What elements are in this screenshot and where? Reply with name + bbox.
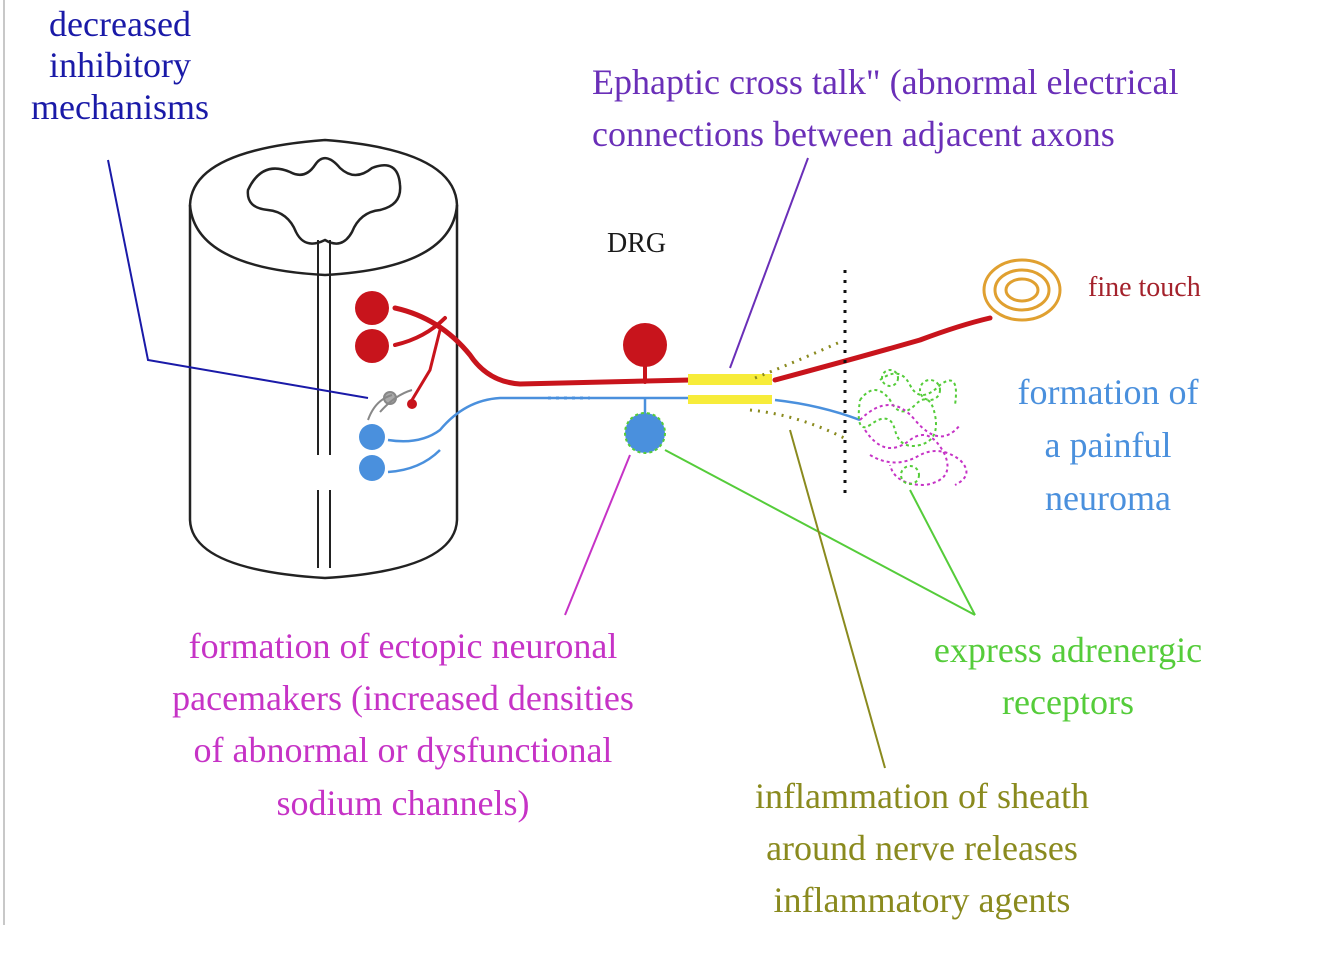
- label-inflammation-sheath: inflammation of sheath around nerve rele…: [712, 770, 1132, 927]
- neuroma-line-1: formation of: [1017, 372, 1199, 412]
- inflammation-line-1: inflammation of sheath: [755, 776, 1089, 816]
- adrenergic-line-1: express adrenergic: [933, 630, 1203, 670]
- leader-inflammation: [789, 429, 886, 769]
- neuroma-tangle: [857, 369, 968, 487]
- ephaptic-zone-2: [688, 395, 772, 404]
- ectopic-line-3: of abnormal or dysfunctional: [193, 730, 613, 771]
- inhibitory-line-2: inhibitory: [49, 45, 191, 86]
- spinal-cord: [188, 138, 459, 580]
- inhibitory-line-1: decreased: [49, 4, 191, 44]
- inflammation-line-3: inflammatory agents: [773, 880, 1071, 921]
- left-border: [3, 0, 5, 925]
- label-ephaptic-cross-talk: Ephaptic cross talk" (abnormal electrica…: [592, 56, 1178, 160]
- ectopic-line-4: sodium channels): [276, 782, 530, 823]
- ephaptic-zone-1: [688, 374, 772, 385]
- leader-inhibitory: [107, 159, 369, 399]
- label-painful-neuroma: formation of a painful neuroma: [990, 366, 1226, 525]
- dorsal-horn-neuron-1: [355, 291, 389, 325]
- leader-ephaptic: [729, 157, 809, 369]
- sheath-dots: [749, 340, 849, 442]
- label-ectopic-pacemakers: formation of ectopic neuronal pacemakers…: [118, 620, 688, 829]
- leader-lines: [107, 157, 976, 769]
- inhibitory-line-3: mechanisms: [31, 86, 209, 127]
- ectopic-line-2: pacemakers (increased densities: [172, 678, 634, 719]
- leader-ectopic: [564, 454, 631, 616]
- inhibitory-interneuron: [367, 389, 413, 421]
- grey-matter-butterfly: [246, 157, 402, 245]
- leader-adrenergic-drg: [664, 449, 976, 616]
- label-decreased-inhibitory: decreased inhibitory mechanisms: [14, 4, 226, 128]
- label-fine-touch: fine touch: [1088, 272, 1201, 303]
- neuroma-line-2: a painful: [1044, 424, 1172, 465]
- fine-touch-receptor: [982, 258, 1062, 322]
- dorsal-horn-neuron-2: [355, 329, 389, 363]
- ephaptic-line-2: connections between adjacent axons: [592, 114, 1115, 155]
- pain-neuron-2: [359, 455, 385, 481]
- leader-adrenergic-neuroma: [909, 489, 976, 616]
- label-adrenergic-receptors: express adrenergic receptors: [900, 624, 1236, 728]
- adrenergic-line-2: receptors: [1002, 682, 1134, 723]
- pain-fiber: [387, 396, 861, 474]
- neuroma-line-3: neuroma: [1045, 477, 1171, 518]
- interneuron-terminal: [407, 399, 417, 409]
- label-drg: DRG: [607, 228, 667, 259]
- fine-touch-fiber: [392, 305, 993, 402]
- ectopic-line-1: formation of ectopic neuronal: [188, 626, 618, 666]
- inflammation-line-2: around nerve releases: [766, 828, 1078, 869]
- drg-cell-body-red: [623, 323, 667, 367]
- pain-neuron-1: [359, 424, 385, 450]
- ephaptic-line-1: Ephaptic cross talk" (abnormal electrica…: [592, 62, 1179, 102]
- drg-cell-body-blue: [624, 412, 666, 454]
